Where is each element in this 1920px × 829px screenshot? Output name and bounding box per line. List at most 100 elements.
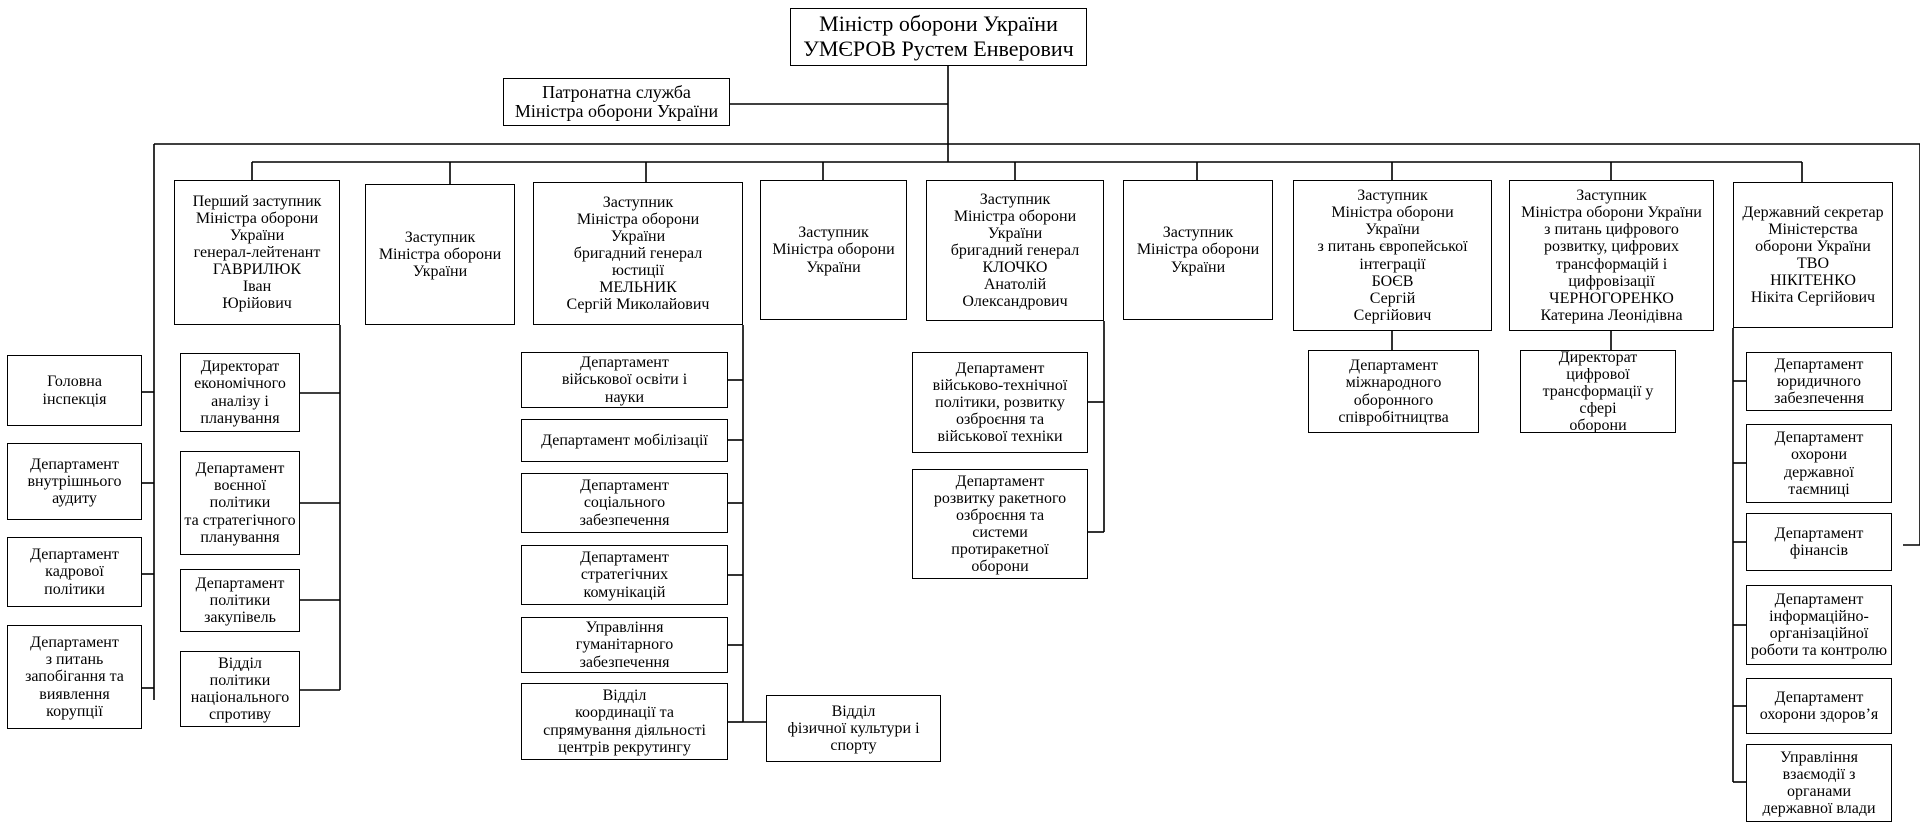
org-box-text-line: юридичного bbox=[1777, 372, 1861, 390]
org-box-text-line: Сергій bbox=[1369, 289, 1416, 307]
org-box-text-line: України bbox=[412, 263, 468, 281]
org-box-text-line: спорту bbox=[830, 737, 877, 755]
org-box-text-line: Департамент bbox=[1774, 524, 1864, 542]
org-box-text-line: науки bbox=[604, 388, 645, 406]
org-box-text-line: з питань bbox=[45, 651, 104, 669]
org-box-text-line: ТВО bbox=[1797, 255, 1829, 272]
org-box-text-line: внутрішнього bbox=[27, 472, 122, 490]
org-box-text-line: Міністра оборони bbox=[772, 241, 895, 259]
org-box-text-line: інспекція bbox=[42, 390, 107, 408]
org-box-text-line: організаційної bbox=[1769, 625, 1869, 642]
org-box-text-line: органами bbox=[1786, 783, 1851, 800]
org-box-text-line: оборони bbox=[971, 558, 1029, 576]
org-box-text-line: з питань цифрового bbox=[1544, 221, 1679, 239]
org-box-text-line: взаємодії з bbox=[1782, 765, 1856, 783]
org-box-text-line: Сергій Миколайович bbox=[566, 296, 710, 314]
org-box-text-line: інформаційно- bbox=[1769, 607, 1869, 625]
org-box-text-line: Департамент bbox=[955, 359, 1045, 377]
org-box-text-line: України bbox=[987, 224, 1043, 242]
org-box-text-line: Заступник bbox=[1162, 224, 1234, 242]
org-box-text-line: Заступник bbox=[798, 224, 869, 242]
org-box-text-line: Департамент bbox=[1774, 688, 1864, 706]
org-box-text-line: оборони bbox=[1569, 417, 1627, 433]
org-box-text-line: співробітництва bbox=[1338, 408, 1449, 426]
org-box-text-line: Директорат bbox=[1558, 350, 1638, 366]
org-box-text-line: Директорат bbox=[200, 358, 280, 376]
org-box-text-line: забезпечення bbox=[579, 511, 670, 529]
org-box-text-line: виявлення bbox=[39, 685, 110, 703]
org-box-text-line: спротиву bbox=[208, 706, 271, 724]
org-box-text-line: запобігання та bbox=[25, 668, 124, 686]
org-box-text-line: корупції bbox=[46, 702, 103, 720]
org-box-text-line: розвитку, цифрових bbox=[1544, 238, 1679, 256]
org-box-text-line: Заступник bbox=[602, 193, 674, 211]
org-box-text-line: Департамент bbox=[30, 634, 119, 652]
org-box-text-line: політики bbox=[44, 580, 105, 598]
org-box-text-line: оборонного bbox=[1353, 391, 1434, 409]
org-box-text-line: роботи та контролю bbox=[1750, 642, 1888, 660]
org-box-text-line: Заступник bbox=[1357, 187, 1428, 205]
org-box-text-line: воєнної політики bbox=[209, 477, 271, 512]
org-box-text-line: аудиту bbox=[52, 490, 97, 508]
org-box-text-line: військово-технічної bbox=[932, 376, 1068, 394]
org-box-text-line: Департамент bbox=[30, 455, 119, 473]
org-box-text-line: військової освіти і bbox=[561, 371, 688, 389]
org-box-text-line: генерал-лейтенант bbox=[193, 243, 321, 261]
org-box-text-line: спрямування діяльності bbox=[543, 721, 706, 739]
org-box-text-line: України bbox=[610, 227, 666, 245]
org-box-text-line: Міністр оборони України bbox=[819, 11, 1058, 37]
melnyk-unit-2: Департамент мобілізації bbox=[521, 419, 728, 462]
org-box-text-line: озброєння та bbox=[955, 506, 1045, 524]
org-box-text-line: цифрової bbox=[1566, 365, 1630, 383]
org-box-text-line: Міністра оборони bbox=[378, 245, 502, 263]
org-box-text-line: Іван bbox=[242, 278, 272, 296]
org-box-text-line: України bbox=[229, 226, 285, 244]
org-box-text-line: Відділ bbox=[831, 702, 876, 720]
org-box-text-line: Катерина Леонідівна bbox=[1540, 306, 1683, 324]
org-box-text-line: Юрійович bbox=[222, 295, 292, 313]
org-box-text-line: Міністра оборони bbox=[576, 210, 700, 228]
org-box-text-line: Анатолій bbox=[983, 276, 1047, 294]
org-box-text-line: закупівель bbox=[204, 609, 276, 627]
org-box-text-line: оборони України bbox=[1755, 237, 1871, 255]
org-box-text-line: Департамент bbox=[955, 472, 1045, 490]
org-box-text-line: Заступник bbox=[404, 228, 476, 246]
org-box-text-line: державної влади bbox=[1762, 800, 1876, 818]
org-box-text-line: протиракетної bbox=[951, 541, 1049, 559]
org-box-text-line: Сергійович bbox=[1353, 306, 1432, 324]
org-box-text-line: України bbox=[1170, 258, 1226, 276]
org-box-text-line: Департамент bbox=[580, 549, 669, 567]
org-box-text-line: Департамент bbox=[1774, 429, 1864, 447]
org-box-text-line: фінансів bbox=[1789, 542, 1849, 559]
org-box-text-line: Департамент bbox=[195, 460, 285, 478]
org-box-text-line: Департамент bbox=[1349, 357, 1438, 375]
org-box-text-line: планування bbox=[200, 528, 280, 546]
org-box-text-line: політики bbox=[209, 671, 271, 689]
org-box-text-line: забезпечення bbox=[579, 653, 670, 671]
org-box-text-line: комунікацій bbox=[583, 583, 666, 601]
org-box-text-line: цифровізації bbox=[1568, 272, 1655, 290]
org-box-text-line: Департамент bbox=[30, 546, 119, 564]
org-box-text-line: Міністра оборони bbox=[953, 207, 1077, 225]
org-box-text-line: національного bbox=[190, 689, 290, 706]
